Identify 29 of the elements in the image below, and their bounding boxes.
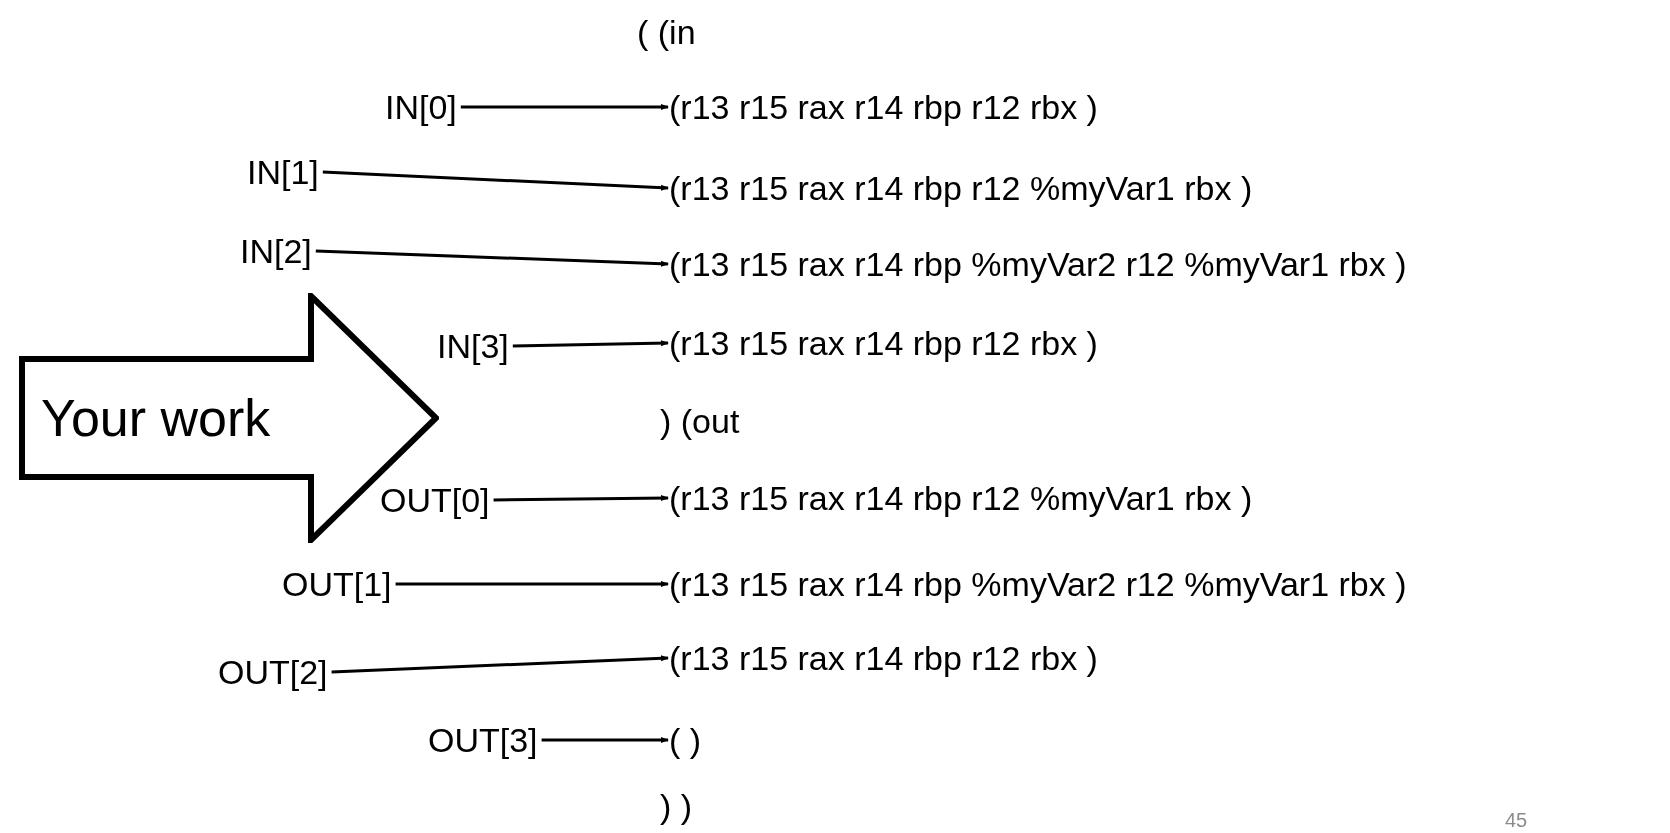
port-label: IN[1] <box>247 152 319 192</box>
register-list: (r13 r15 rax r14 rbp r12 rbx ) <box>669 323 1098 363</box>
register-list: (r13 r15 rax r14 rbp r12 rbx ) <box>669 638 1098 678</box>
arrow <box>541 737 669 743</box>
register-list: (r13 r15 rax r14 rbp %myVar2 r12 %myVar1 rbx ) <box>669 244 1407 284</box>
port-label: OUT[1] <box>282 564 392 604</box>
arrow <box>322 170 669 191</box>
port-label: OUT[2] <box>218 652 328 692</box>
register-list: (r13 r15 rax r14 rbp r12 %myVar1 rbx ) <box>669 168 1253 208</box>
port-label: OUT[0] <box>380 480 490 520</box>
port-label: IN[3] <box>437 326 509 366</box>
arrow <box>331 655 669 674</box>
bracket-text: ) (out <box>660 401 740 441</box>
arrow <box>512 340 669 348</box>
register-list: (r13 r15 rax r14 rbp %myVar2 r12 %myVar1 rbx ) <box>669 564 1407 604</box>
port-label: OUT[3] <box>428 720 538 760</box>
bracket-text: ( (in <box>637 12 696 52</box>
arrow-label: Your work <box>41 388 271 449</box>
register-list: (r13 r15 rax r14 rbp r12 %myVar1 rbx ) <box>669 478 1253 518</box>
bracket-text: ) ) <box>660 786 693 826</box>
arrow <box>460 104 669 110</box>
page-number: 45 <box>1505 808 1528 833</box>
register-list: ( ) <box>669 720 702 760</box>
arrow <box>315 249 669 267</box>
port-label: IN[0] <box>385 87 457 127</box>
arrow <box>395 581 669 587</box>
arrow <box>493 495 669 502</box>
port-label: IN[2] <box>240 231 312 271</box>
register-list: (r13 r15 rax r14 rbp r12 rbx ) <box>669 87 1098 127</box>
